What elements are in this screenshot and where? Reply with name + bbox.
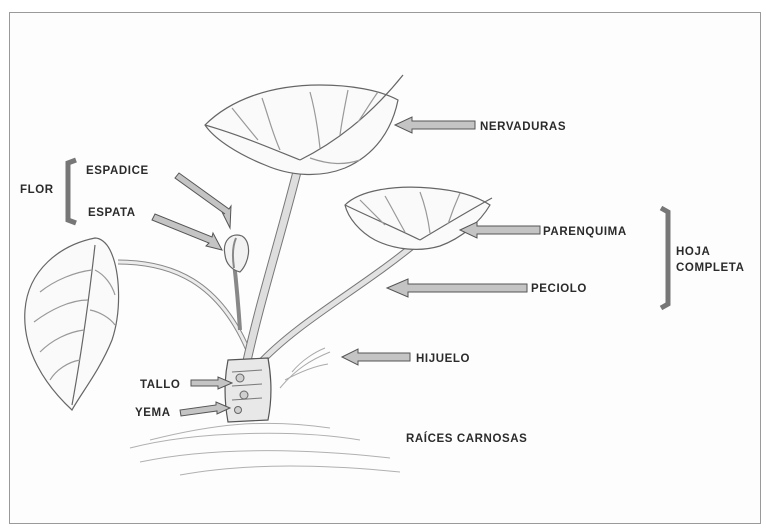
bracket-hoja-completa xyxy=(661,208,668,308)
arrow-nervaduras xyxy=(395,117,475,133)
arrow-parenquima xyxy=(460,222,540,238)
arrow-espata xyxy=(152,214,222,250)
top-leaf xyxy=(205,75,403,174)
hijuelo-shoot xyxy=(280,348,330,388)
stem-base xyxy=(225,358,271,422)
left-leaf xyxy=(25,238,119,410)
arrow-peciolo xyxy=(387,279,527,297)
arrow-yema xyxy=(180,402,230,416)
label-nervaduras: NERVADURAS xyxy=(480,121,566,133)
label-yema: YEMA xyxy=(135,407,171,419)
label-raices-carnosas: RAÍCES CARNOSAS xyxy=(406,432,527,445)
label-espadice: ESPADICE xyxy=(86,165,149,177)
arrow-hijuelo xyxy=(342,349,410,365)
ground-roots xyxy=(130,423,400,475)
arrow-espadice xyxy=(175,173,231,228)
right-leaf xyxy=(345,187,492,249)
label-completa: COMPLETA xyxy=(676,262,744,274)
label-tallo: TALLO xyxy=(140,379,180,391)
label-hoja: HOJA xyxy=(676,246,710,258)
label-parenquima: PARENQUIMA xyxy=(543,226,627,238)
label-espata: ESPATA xyxy=(88,207,136,219)
bracket-flor xyxy=(68,160,76,223)
label-flor: FLOR xyxy=(20,184,54,196)
label-peciolo: PECIOLO xyxy=(531,283,587,295)
label-hijuelo: HIJUELO xyxy=(416,353,470,365)
